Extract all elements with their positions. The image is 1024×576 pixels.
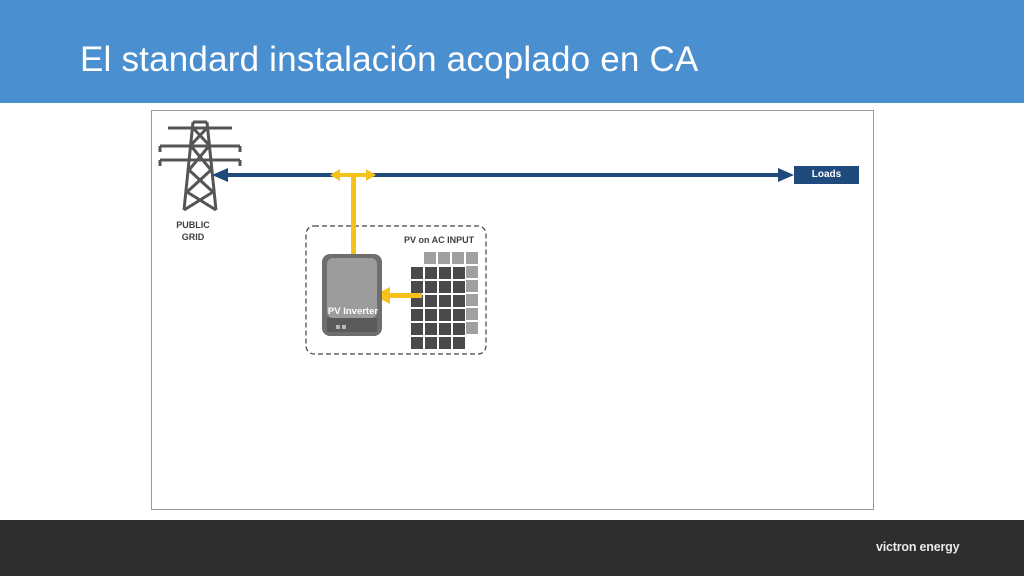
loads-box: Loads [794, 166, 859, 184]
pv-inverter-icon [322, 254, 382, 336]
pv-feed-arrow [330, 169, 376, 258]
victron-logo: victron energy [848, 538, 968, 560]
slide-title: El standard instalación acoplado en CA [80, 40, 699, 79]
pv-inverter-label: PV Inverter [327, 306, 379, 317]
pv-group-label: PV on AC INPUT [404, 235, 475, 245]
brand-name: victron energy [876, 540, 960, 554]
ac-bus-line [212, 168, 794, 182]
pv-group-box [305, 225, 487, 355]
grid-label-line2: GRID [181, 232, 205, 242]
grid-label-line1: PUBLIC [176, 220, 210, 230]
public-grid-label: PUBLIC GRID [166, 219, 220, 243]
solar-panel-icon [410, 252, 478, 350]
power-tower-icon [158, 120, 242, 212]
slide-footer [0, 520, 1024, 576]
slide-header: El standard instalación acoplado en CA [0, 0, 1024, 103]
